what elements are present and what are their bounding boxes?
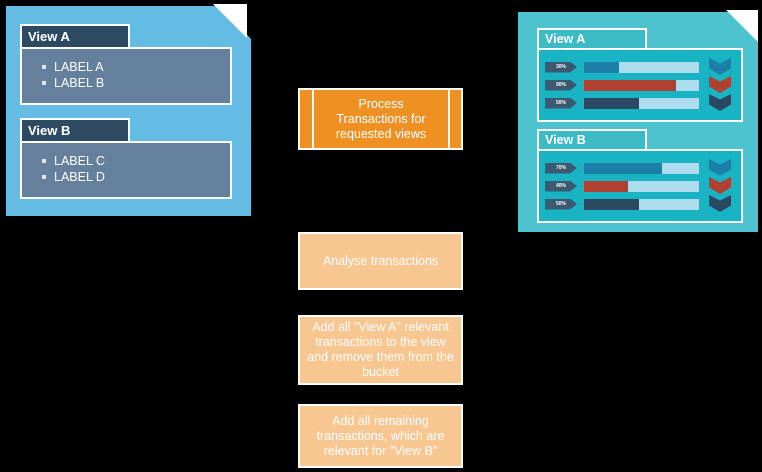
progress-row: 30%	[545, 61, 699, 74]
left-group-body: LABEL C LABEL D	[20, 141, 232, 199]
right-group-view-b: View B 70% 40% 50%	[537, 129, 743, 223]
progress-fill	[584, 97, 640, 109]
left-group-view-a: View A LABEL A LABEL B	[20, 24, 232, 105]
chevron-down-icon	[709, 94, 731, 111]
progress-row-list: 70% 40% 50%	[545, 162, 699, 211]
progress-fill	[584, 61, 619, 73]
progress-row-list: 30% 90% 50%	[545, 61, 699, 110]
flow-step-analyse-transactions: Analyse transactions	[298, 232, 463, 290]
chevron-down-icon	[709, 177, 731, 194]
left-group-view-b: View B LABEL C LABEL D	[20, 118, 232, 199]
chevron-stack	[707, 58, 733, 112]
percent-tag: 50%	[545, 198, 577, 210]
percent-tag: 40%	[545, 180, 577, 192]
progress-track	[584, 198, 699, 210]
left-group-title: View B	[20, 118, 130, 143]
chevron-down-icon	[709, 195, 731, 212]
right-group-view-a: View A 30% 90% 50%	[537, 28, 743, 122]
percent-tag: 30%	[545, 61, 577, 73]
list-item: LABEL A	[42, 59, 226, 75]
progress-track	[584, 97, 699, 109]
right-group-title: View A	[537, 28, 647, 50]
views-result-document: View A 30% 90% 50%	[518, 12, 758, 232]
progress-fill	[584, 198, 640, 210]
views-definition-document: View A LABEL A LABEL B View B LABEL C LA…	[6, 6, 251, 216]
left-group-body: LABEL A LABEL B	[20, 47, 232, 105]
progress-track	[584, 61, 699, 73]
progress-row: 70%	[545, 162, 699, 175]
progress-fill	[584, 162, 663, 174]
flow-step-label: Process Transactions for requested views	[335, 96, 427, 141]
flow-step-label: Analyse transactions	[322, 253, 439, 268]
chevron-stack	[707, 159, 733, 213]
progress-fill	[584, 79, 676, 91]
progress-row: 50%	[545, 97, 699, 110]
progress-row: 40%	[545, 180, 699, 193]
chevron-down-icon	[709, 159, 731, 176]
flow-step-add-remaining-transactions: Add all remaining transactions, which ar…	[298, 404, 463, 468]
progress-row: 90%	[545, 79, 699, 92]
progress-track	[584, 162, 699, 174]
flow-step-label: Add all remaining transactions, which ar…	[316, 413, 445, 458]
left-group-title: View A	[20, 24, 130, 49]
progress-row: 50%	[545, 198, 699, 211]
percent-tag: 90%	[545, 79, 577, 91]
progress-track	[584, 79, 699, 91]
progress-track	[584, 180, 699, 192]
list-item: LABEL D	[42, 169, 226, 185]
chevron-down-icon	[709, 76, 731, 93]
right-group-body: 70% 40% 50%	[537, 149, 743, 223]
list-item: LABEL B	[42, 75, 226, 91]
progress-fill	[584, 180, 628, 192]
percent-tag: 50%	[545, 97, 577, 109]
flow-step-process-transactions: Process Transactions for requested views	[312, 88, 450, 150]
list-item: LABEL C	[42, 153, 226, 169]
right-group-body: 30% 90% 50%	[537, 48, 743, 122]
right-group-title: View B	[537, 129, 647, 151]
flow-step-add-view-a-transactions: Add all "View A" relevant transactions t…	[298, 315, 463, 385]
flow-step-label: Add all "View A" relevant transactions t…	[307, 320, 454, 379]
chevron-down-icon	[709, 58, 731, 75]
percent-tag: 70%	[545, 162, 577, 174]
